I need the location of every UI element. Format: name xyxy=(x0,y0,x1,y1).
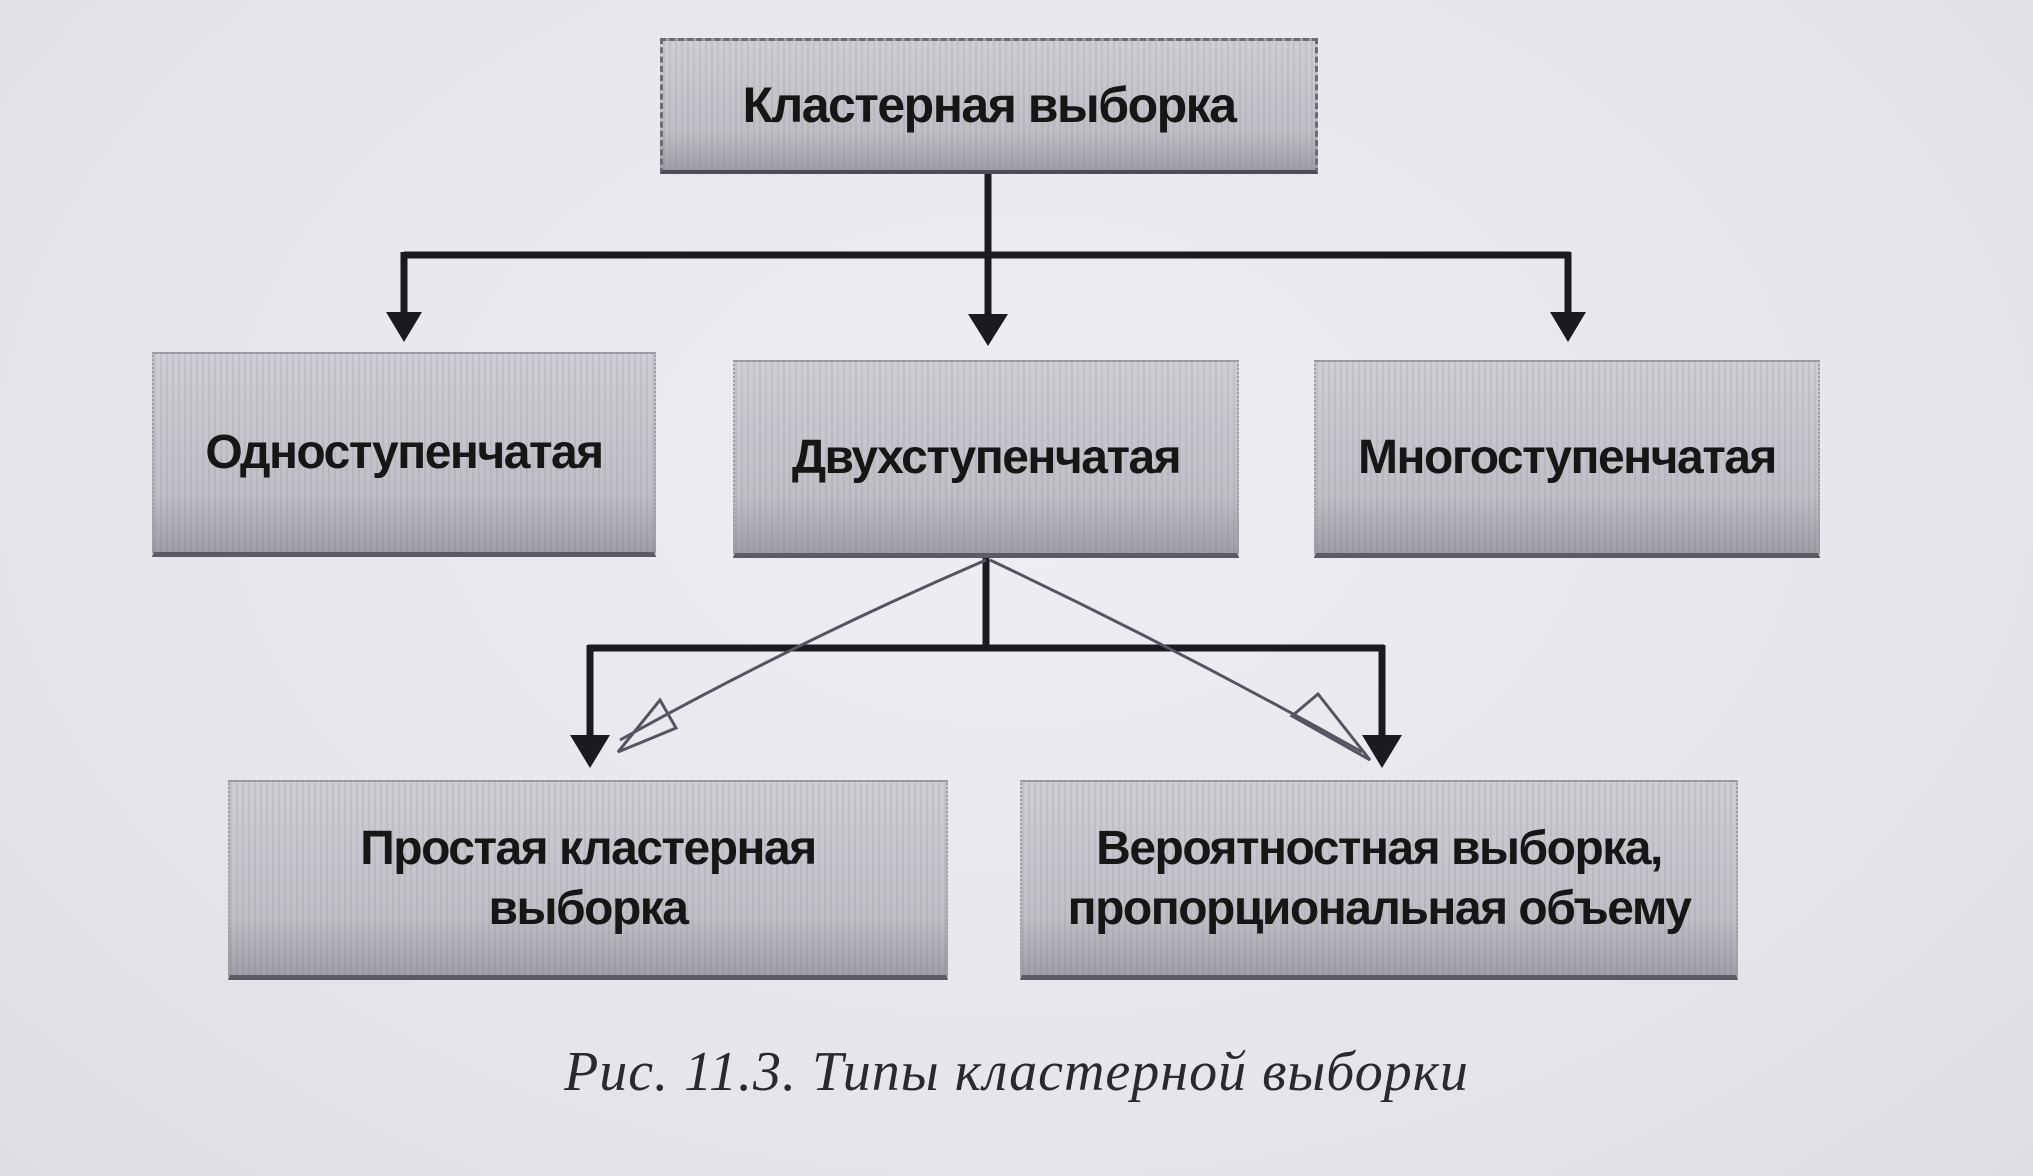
arrow-left-icon xyxy=(386,312,422,342)
arrow-center-icon xyxy=(968,314,1008,346)
figure-caption: Рис. 11.3. Типы кластерной выборки xyxy=(564,1041,1469,1103)
pencil-arrowhead-right-icon xyxy=(1289,691,1372,762)
node-multi-stage: Многоступенчатая xyxy=(1314,360,1820,558)
node-simple-cluster-line2: выборка xyxy=(488,881,689,935)
node-simple-cluster: Простая кластерная выборка xyxy=(228,780,948,980)
root-node-label: Кластерная выборка xyxy=(742,77,1237,134)
node-probability-line1: Вероятностная выборка, xyxy=(1096,821,1663,875)
node-probability-proportional: Вероятностная выборка, пропорциональная … xyxy=(1020,780,1738,980)
node-simple-cluster-line1: Простая кластерная xyxy=(360,821,817,875)
node-single-stage: Одноступенчатая xyxy=(152,352,656,557)
arrow-l2-left-icon xyxy=(570,735,610,768)
pencil-arrow-left-line xyxy=(619,558,987,742)
node-single-stage-label: Одноступенчатая xyxy=(205,426,604,479)
node-probability-line2: пропорциональная объему xyxy=(1067,881,1692,935)
node-multi-stage-label: Многоступенчатая xyxy=(1358,430,1777,484)
node-two-stage-label: Двухступенчатая xyxy=(791,430,1182,484)
root-node-box: Кластерная выборка xyxy=(660,38,1318,174)
arrow-l2-right-icon xyxy=(1362,735,1402,768)
pencil-arrow-right-line xyxy=(989,558,1363,754)
arrow-right-icon xyxy=(1550,312,1586,342)
pencil-arrowhead-left-icon xyxy=(616,697,679,754)
node-two-stage: Двухступенчатая xyxy=(733,360,1239,558)
